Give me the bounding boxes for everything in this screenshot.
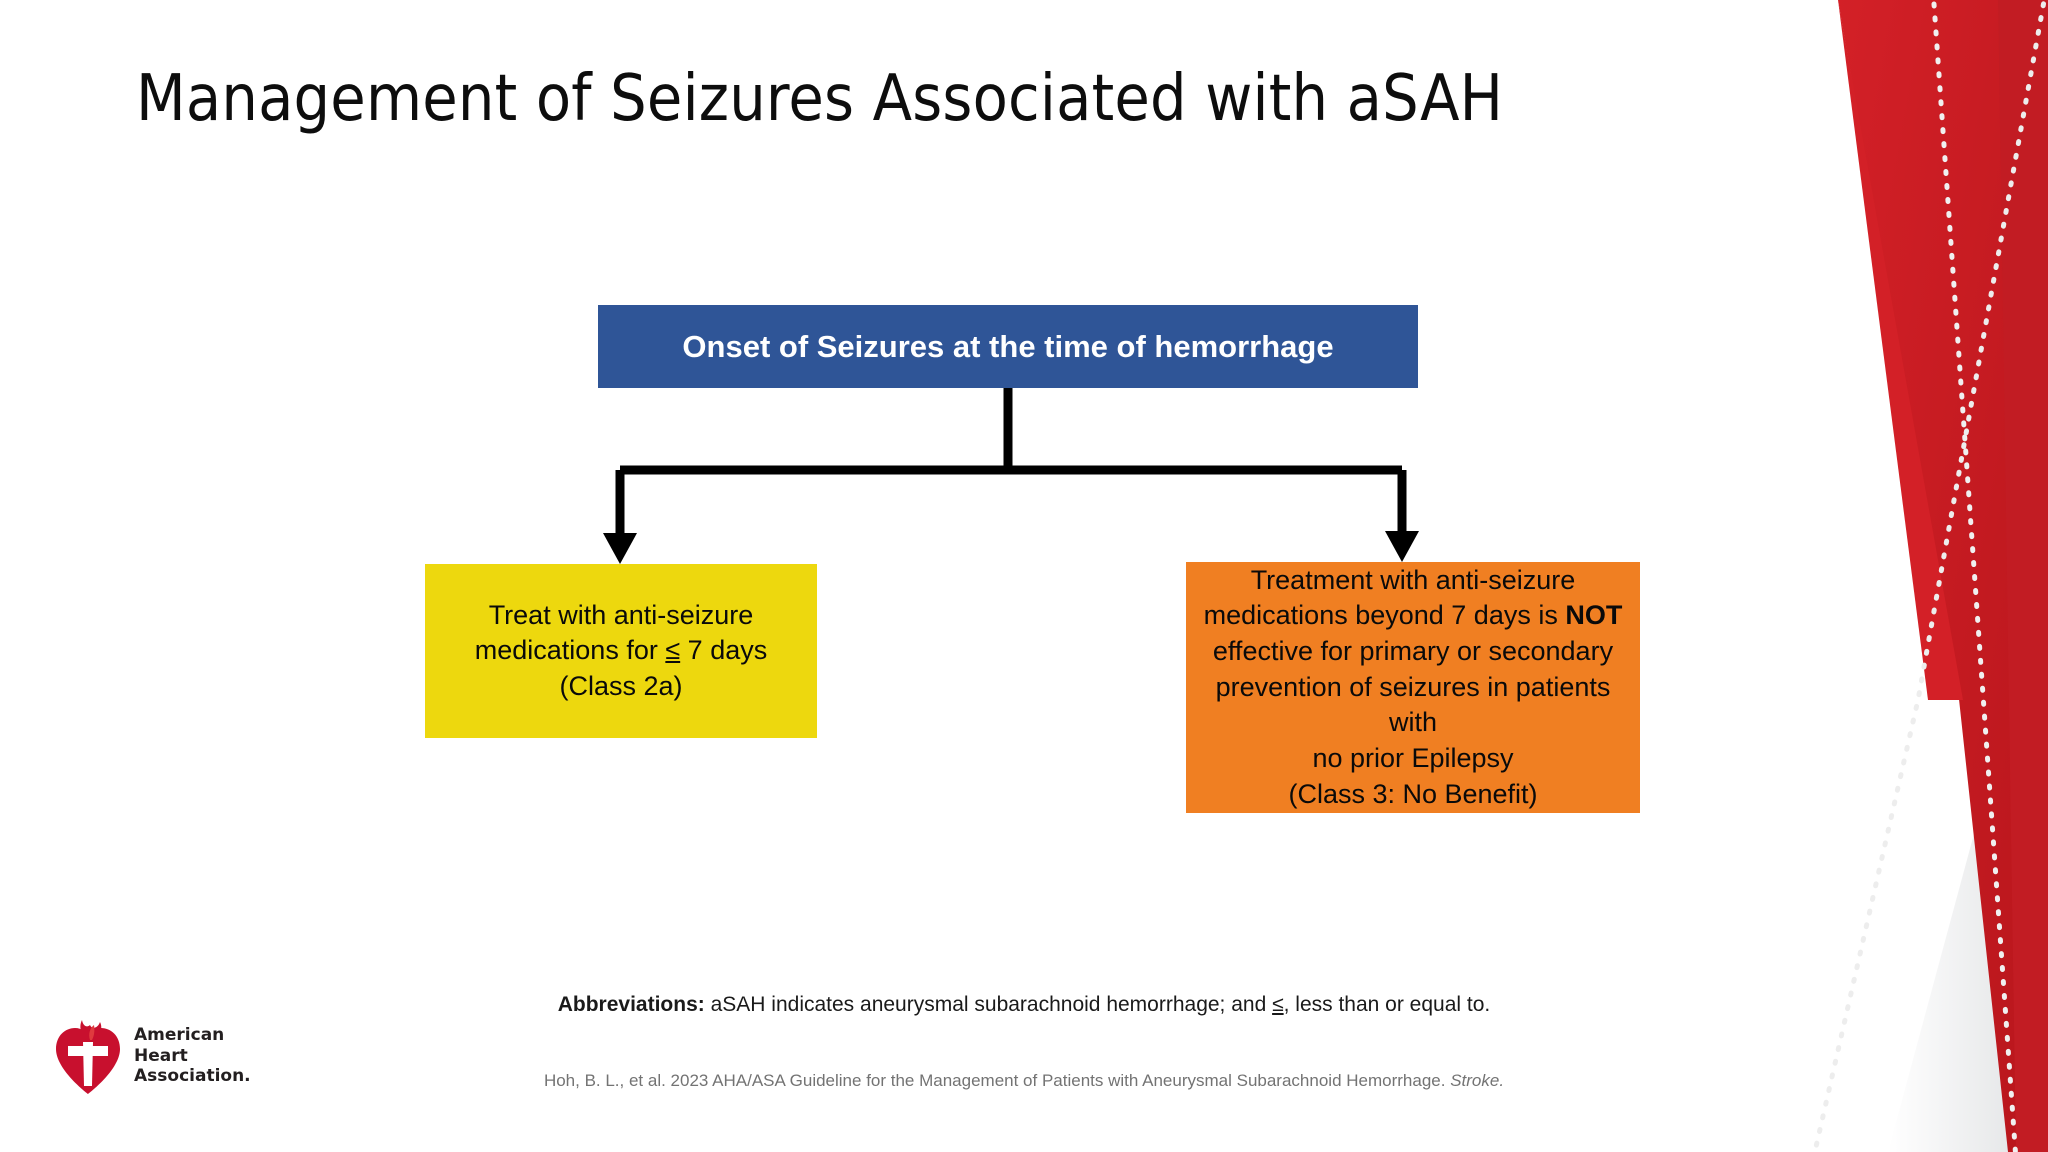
aha-logo-text: American Heart Association. [134, 1025, 251, 1087]
left-line-2-pre: medications for [474, 635, 666, 666]
flow-node-left-label: Treat with anti-seizure medications for … [465, 598, 777, 705]
logo-line-1: American [134, 1024, 225, 1045]
logo-line-2: Heart [134, 1045, 188, 1066]
flow-node-root-label: Onset of Seizures at the time of hemorrh… [682, 328, 1334, 364]
less-than-equal-symbol: ≤ [665, 635, 681, 666]
left-line-1: Treat with anti-seizure [488, 599, 754, 630]
flow-node-right[interactable]: Treatment with anti-seizure medications … [1186, 562, 1640, 813]
page-title: Management of Seizures Associated with a… [136, 62, 1504, 136]
flow-node-root[interactable]: Onset of Seizures at the time of hemorrh… [598, 305, 1418, 388]
citation-journal: Stroke. [1450, 1071, 1505, 1090]
right-line-6: (Class 3: No Benefit) [1288, 778, 1538, 809]
abbreviations-lte-symbol: ≤ [1272, 993, 1284, 1016]
right-line-5: no prior Epilepsy [1312, 742, 1514, 773]
flow-node-left[interactable]: Treat with anti-seizure medications for … [425, 564, 817, 738]
right-line-2-pre: medications beyond 7 days is [1203, 600, 1566, 631]
citation-line: Hoh, B. L., et al. 2023 AHA/ASA Guidelin… [0, 1071, 2048, 1091]
abbreviations-note: Abbreviations: aSAH indicates aneurysmal… [0, 993, 2048, 1017]
flow-node-right-label: Treatment with anti-seizure medications … [1186, 563, 1640, 812]
aha-logo: American Heart Association. [52, 1013, 252, 1099]
right-line-4: prevention of seizures in patients with [1215, 671, 1611, 738]
left-line-2-post: 7 days [680, 635, 768, 666]
citation-text: Hoh, B. L., et al. 2023 AHA/ASA Guidelin… [543, 1071, 1451, 1090]
logo-line-3: Association. [134, 1066, 251, 1087]
left-line-3: (Class 2a) [559, 670, 683, 701]
abbreviations-text-1: aSAH indicates aneurysmal subarachnoid h… [704, 993, 1273, 1016]
right-line-2-emphasis: NOT [1565, 600, 1623, 631]
right-line-3: effective for primary or secondary [1212, 636, 1614, 667]
abbreviations-label: Abbreviations: [557, 993, 705, 1016]
aha-heart-torch-icon [56, 1020, 120, 1094]
decorative-ribbon [1758, 0, 2048, 1152]
abbreviations-text-2: , less than or equal to. [1283, 993, 1491, 1016]
right-line-1: Treatment with anti-seizure [1250, 564, 1576, 595]
